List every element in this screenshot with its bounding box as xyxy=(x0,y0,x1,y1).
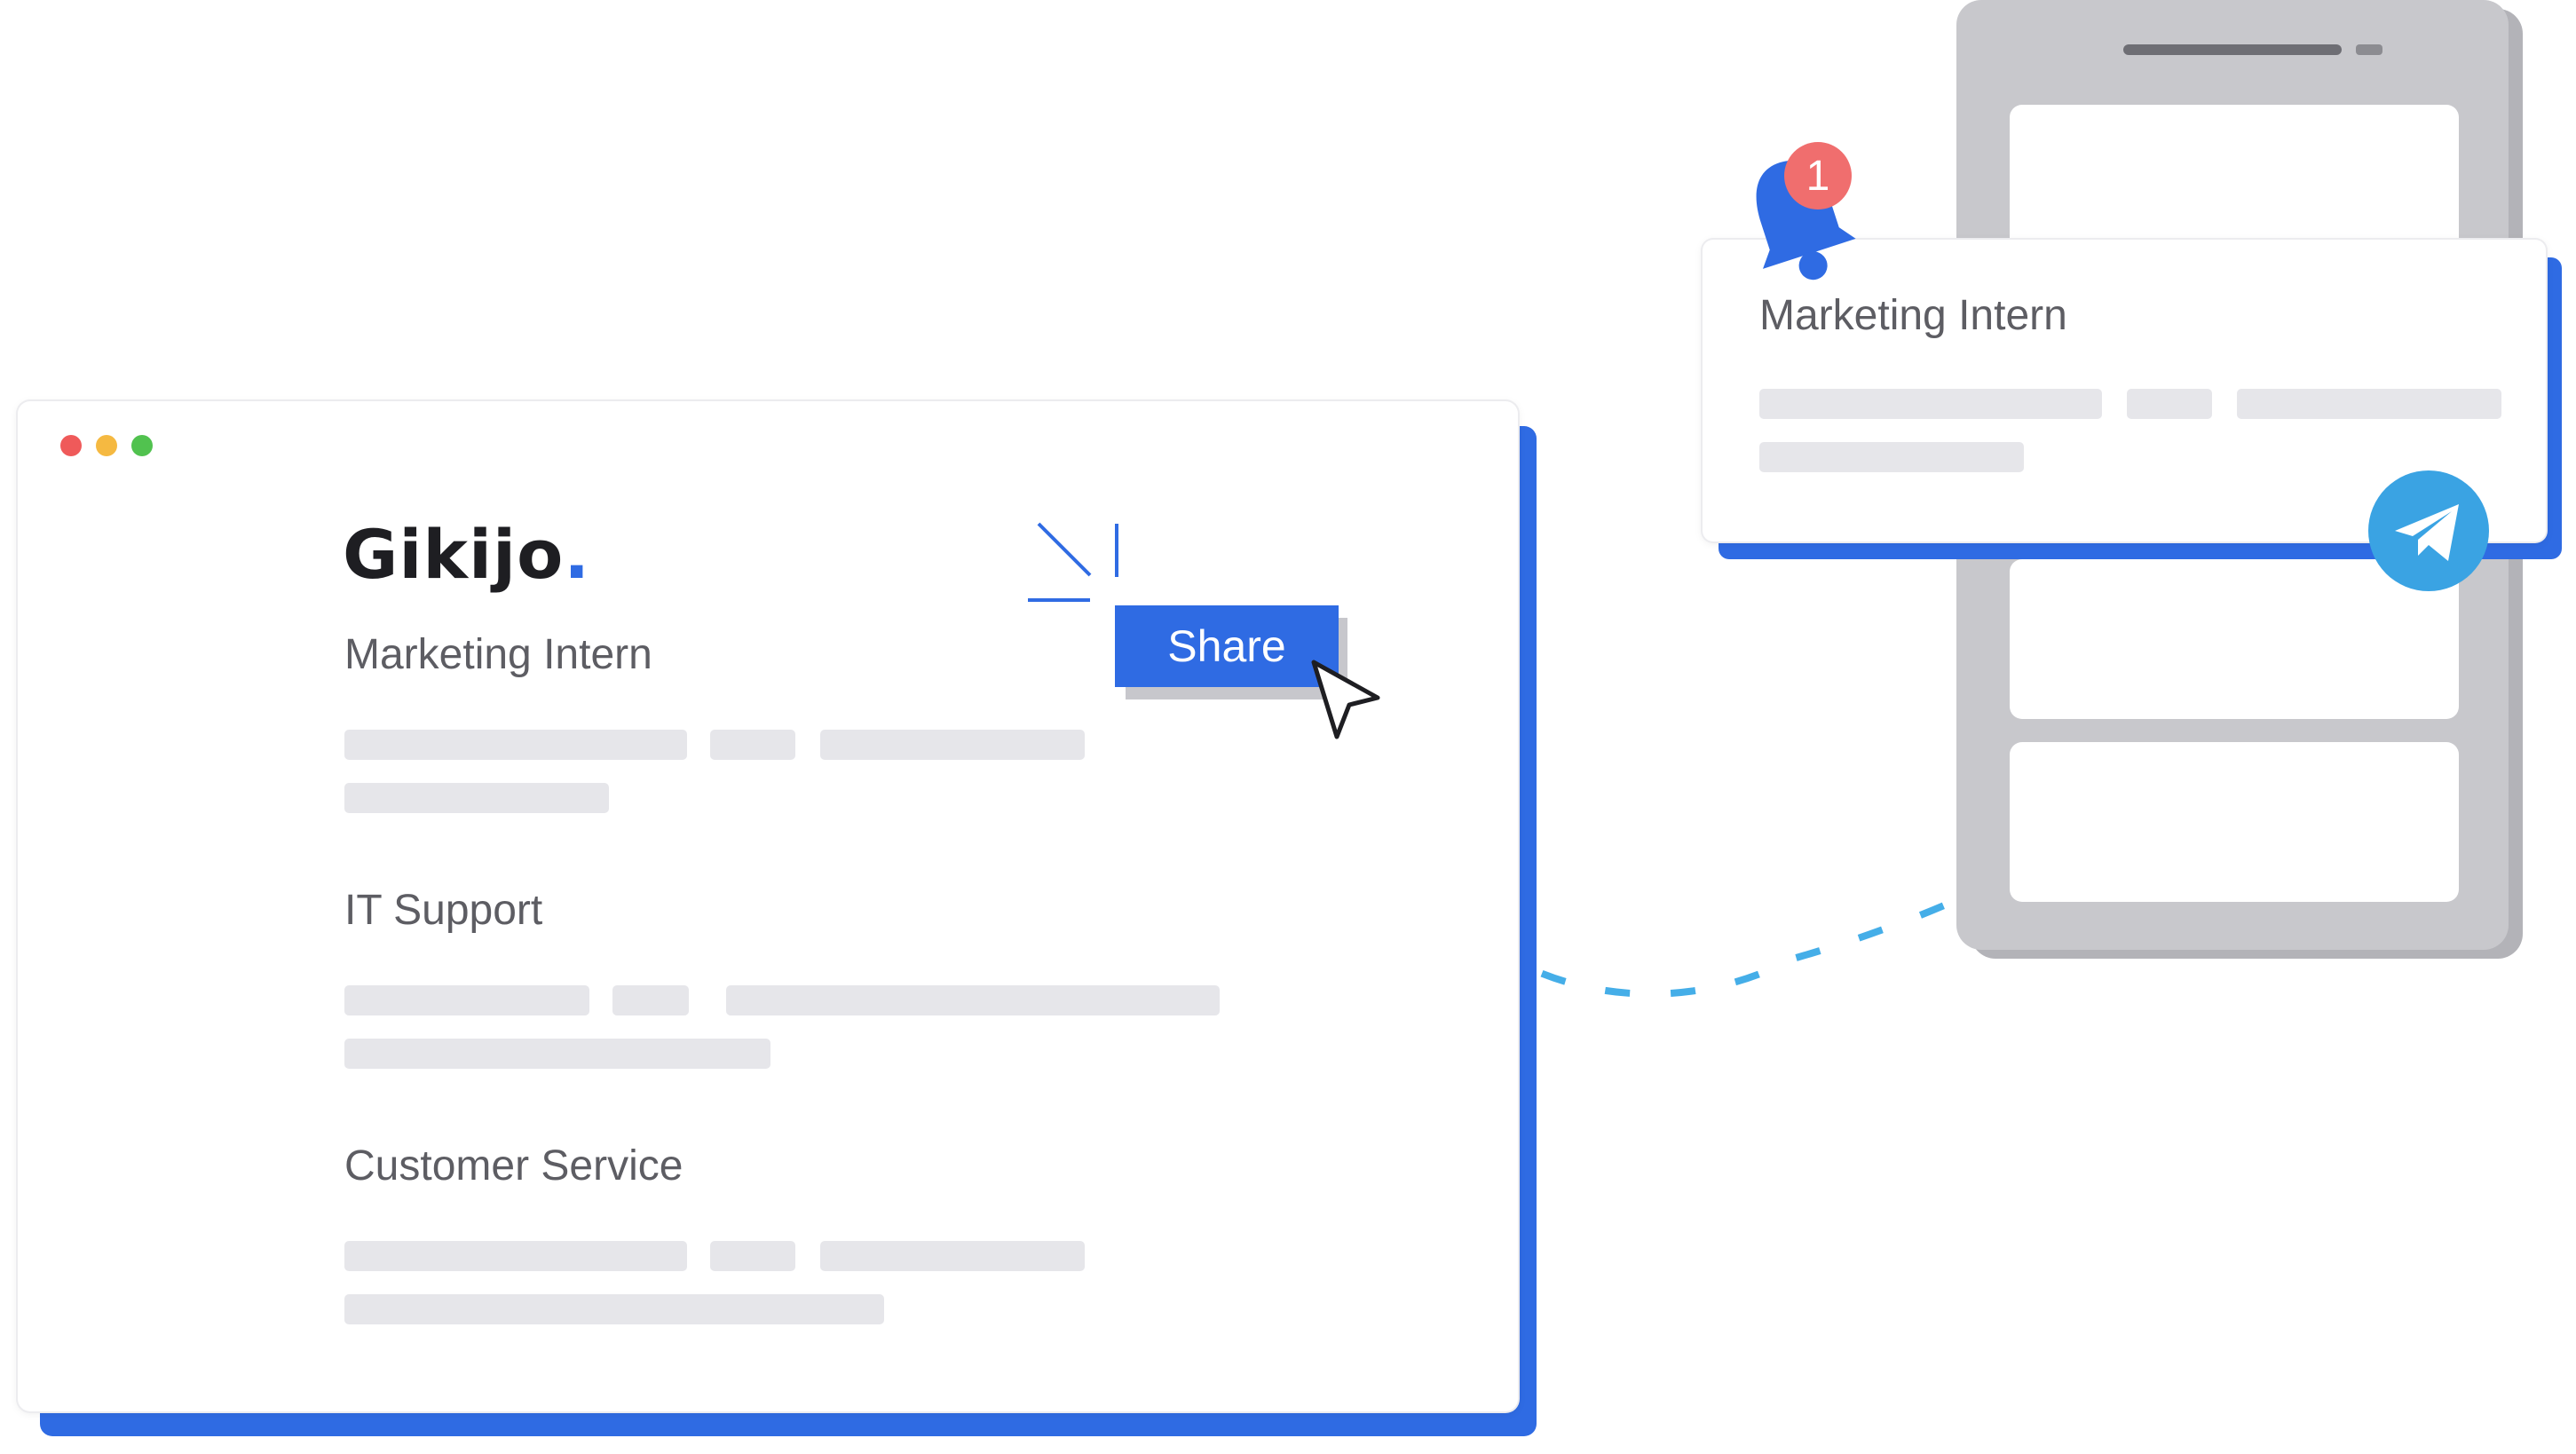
minimize-window-button[interactable] xyxy=(96,435,117,456)
job-detail-placeholder xyxy=(344,730,687,760)
job-detail-placeholder xyxy=(710,730,795,760)
job-title-it-support[interactable]: IT Support xyxy=(344,887,543,934)
job-detail-placeholder xyxy=(820,730,1085,760)
job-detail-placeholder xyxy=(612,985,689,1015)
notification-detail-placeholder xyxy=(1759,442,2024,472)
maximize-window-button[interactable] xyxy=(131,435,153,456)
phone-speaker xyxy=(2123,44,2342,55)
telegram-send-icon[interactable] xyxy=(2367,469,2491,593)
phone-list-card xyxy=(2010,559,2459,719)
job-detail-placeholder xyxy=(344,1294,884,1324)
job-title-marketing-intern[interactable]: Marketing Intern xyxy=(344,631,652,678)
job-detail-placeholder xyxy=(710,1241,795,1271)
notification-detail-placeholder xyxy=(2237,389,2501,419)
share-button[interactable]: Share xyxy=(1115,605,1339,687)
notification-count-badge: 1 xyxy=(1784,142,1852,209)
click-sparkle-icon xyxy=(1028,522,1118,602)
notification-detail-placeholder xyxy=(2127,389,2212,419)
job-detail-placeholder xyxy=(344,985,589,1015)
job-detail-placeholder xyxy=(344,1241,687,1271)
brand-dot: . xyxy=(564,515,591,594)
window-controls xyxy=(60,435,153,456)
brand-logo: Gikijo. xyxy=(343,515,590,594)
notification-title: Marketing Intern xyxy=(1759,292,2067,339)
brand-name: Gikijo xyxy=(343,515,565,594)
job-detail-placeholder xyxy=(344,1039,770,1069)
job-title-customer-service[interactable]: Customer Service xyxy=(344,1142,684,1189)
mouse-pointer-icon xyxy=(1311,660,1380,739)
bell-icon xyxy=(1756,161,1856,281)
close-window-button[interactable] xyxy=(60,435,82,456)
job-detail-placeholder xyxy=(344,783,609,813)
job-detail-placeholder xyxy=(726,985,1220,1015)
notification-detail-placeholder xyxy=(1759,389,2102,419)
job-detail-placeholder xyxy=(820,1241,1085,1271)
phone-camera xyxy=(2356,44,2382,55)
phone-list-card xyxy=(2010,742,2459,902)
browser-window: Gikijo. Marketing Intern IT Support Cust… xyxy=(18,401,1518,1411)
